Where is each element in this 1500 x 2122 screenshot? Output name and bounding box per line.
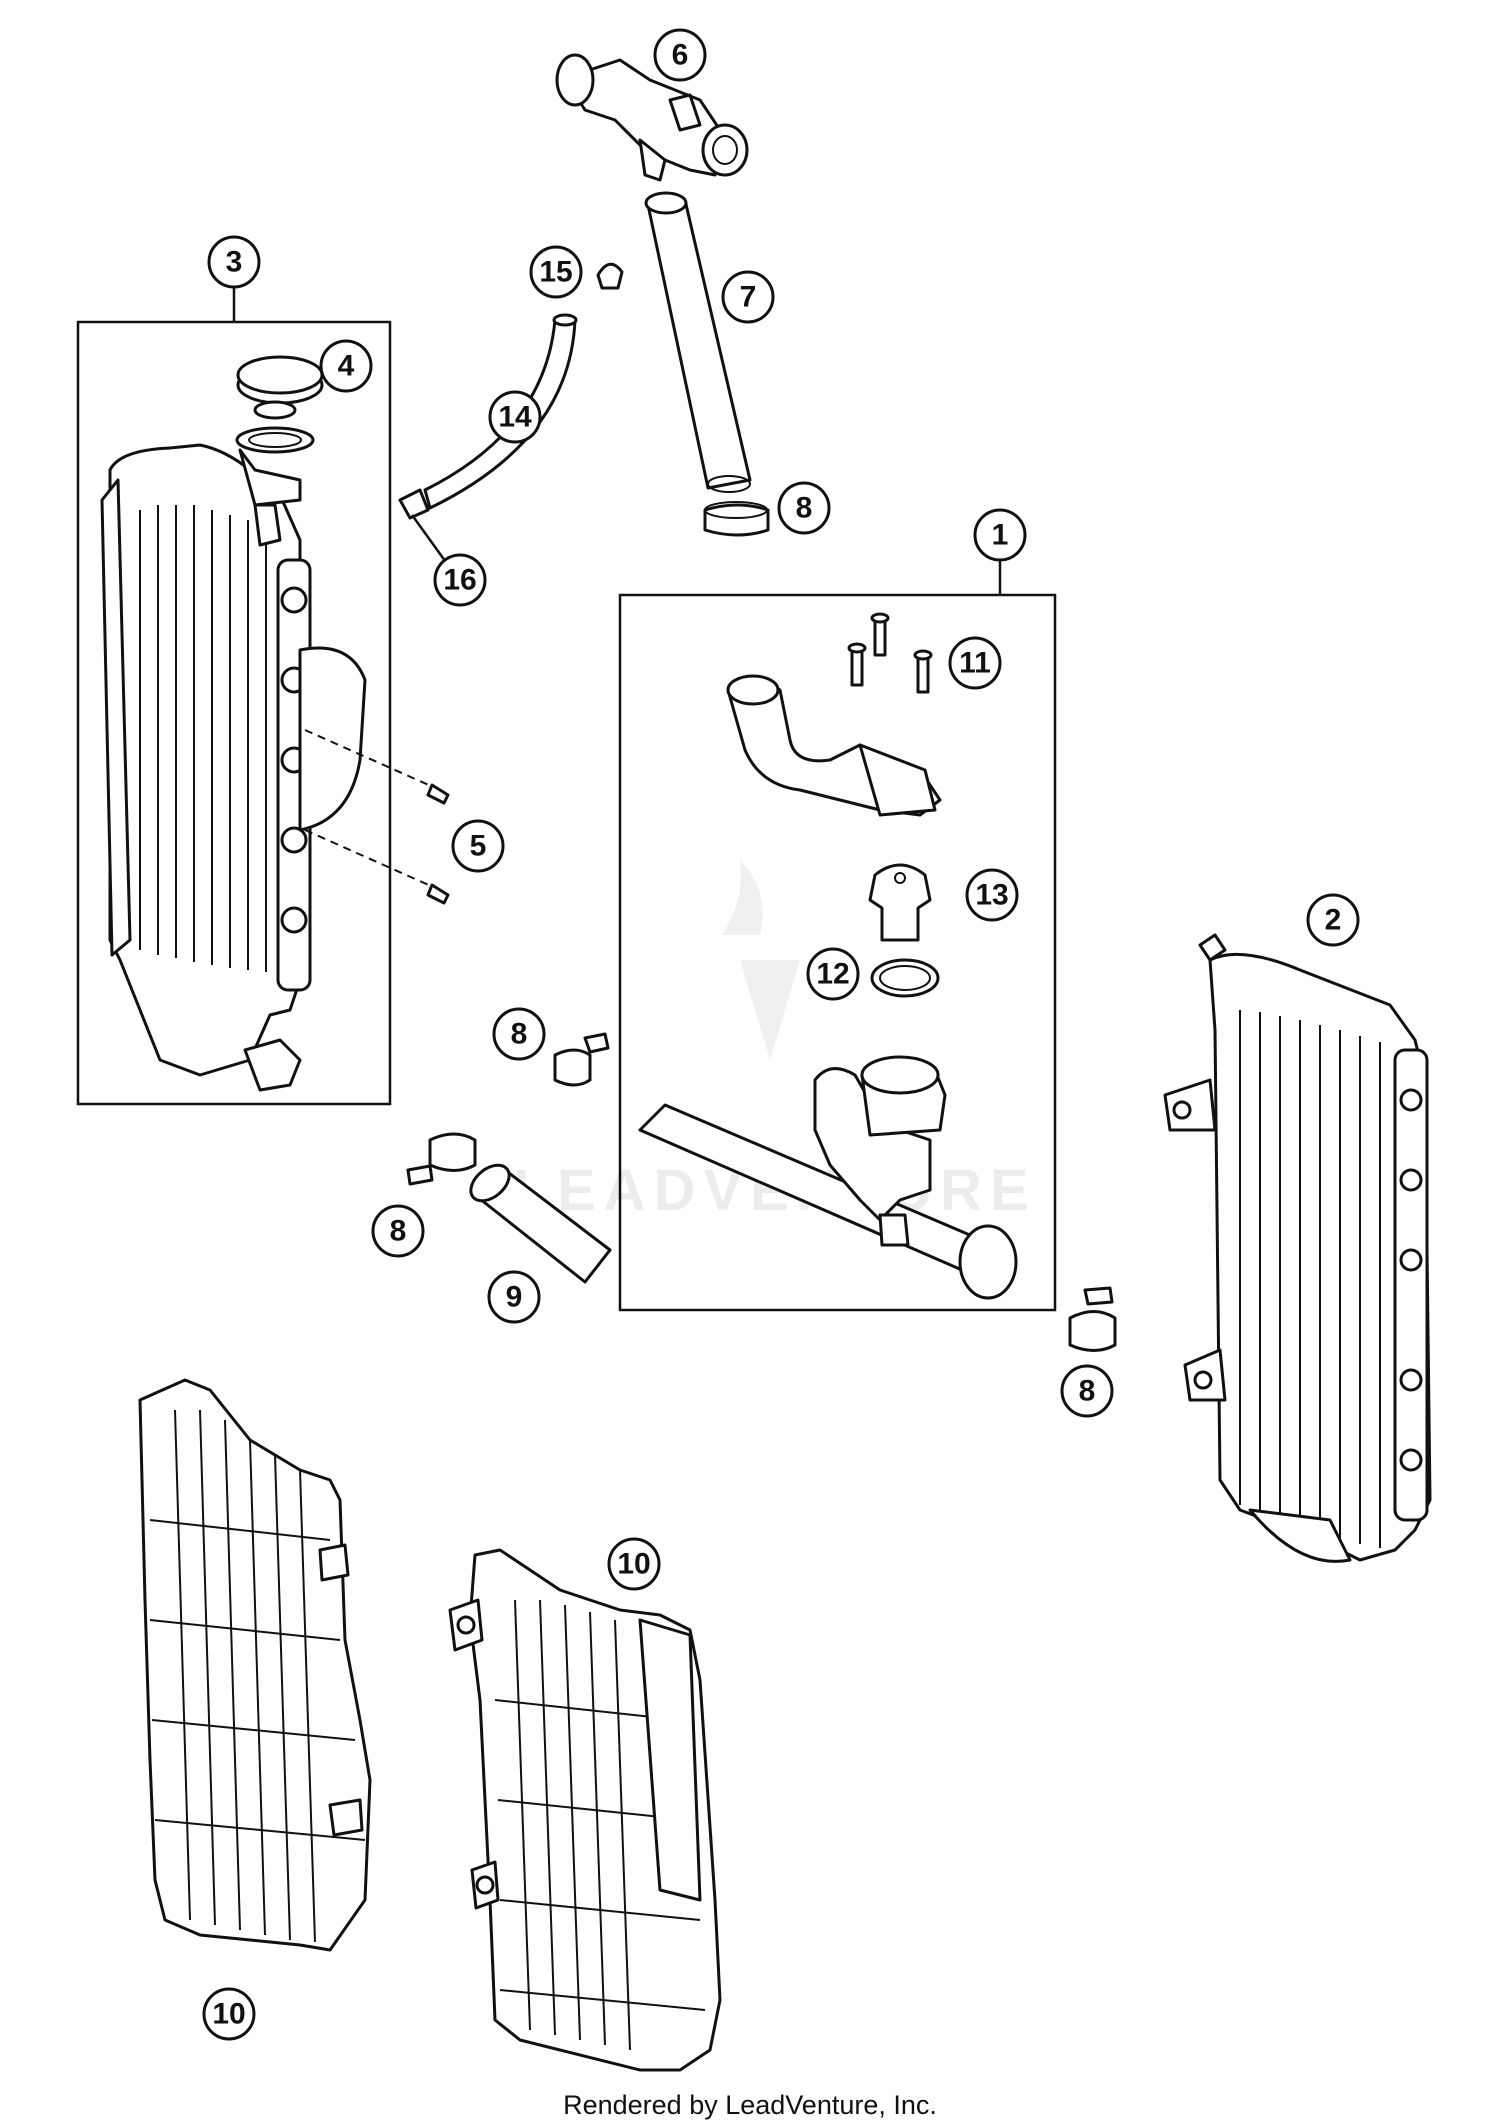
bolts	[847, 612, 933, 694]
callout-5[interactable]: 5	[451, 819, 505, 873]
callout-2[interactable]: 2	[1306, 893, 1360, 947]
callout-10-left[interactable]: 10	[202, 1987, 256, 2041]
callout-9[interactable]: 9	[487, 1270, 541, 1324]
thermostat-group	[618, 560, 1057, 1312]
lower-housing	[638, 1055, 1018, 1300]
svg-text:7: 7	[740, 281, 757, 314]
svg-text:2: 2	[1325, 904, 1342, 937]
callout-12[interactable]: 12	[806, 947, 860, 1001]
callout-8-right[interactable]: 8	[1060, 1364, 1114, 1418]
left-radiator-group	[76, 288, 450, 1106]
hose-clamp	[406, 1132, 477, 1186]
svg-text:14: 14	[498, 401, 532, 434]
callout-7[interactable]: 7	[721, 270, 775, 324]
radiator-cap	[235, 355, 324, 454]
coolant-pipe	[644, 191, 752, 493]
svg-text:8: 8	[511, 1018, 528, 1051]
right-radiator	[1163, 933, 1432, 1563]
svg-text:15: 15	[539, 256, 572, 289]
svg-text:8: 8	[1079, 1375, 1096, 1408]
svg-text:4: 4	[338, 350, 355, 383]
callout-16[interactable]: 16	[433, 553, 487, 607]
svg-text:5: 5	[470, 830, 487, 863]
callout-8-mid[interactable]: 8	[492, 1007, 546, 1061]
callout-15[interactable]: 15	[529, 245, 583, 299]
coolant-fitting	[555, 53, 749, 182]
callout-6[interactable]: 6	[653, 28, 707, 82]
left-radiator-guard	[138, 1378, 372, 1952]
svg-text:8: 8	[796, 492, 813, 525]
svg-text:1: 1	[992, 519, 1009, 552]
svg-text:10: 10	[212, 1998, 245, 2031]
hose-clamp	[553, 1032, 610, 1087]
thermostat	[868, 863, 932, 942]
callout-11[interactable]: 11	[948, 636, 1002, 690]
hose-clamp	[1068, 1286, 1117, 1352]
callout-14[interactable]: 14	[488, 390, 542, 444]
group-box-1	[618, 593, 1057, 1312]
hose-clamp	[703, 501, 770, 537]
callout-1[interactable]: 1	[973, 508, 1027, 562]
left-radiator	[100, 443, 367, 1092]
svg-text:13: 13	[975, 879, 1008, 912]
svg-text:3: 3	[226, 246, 243, 279]
callout-3[interactable]: 3	[207, 235, 261, 289]
svg-text:11: 11	[959, 647, 991, 680]
thermostat-housing	[726, 674, 942, 817]
callout-13[interactable]: 13	[965, 868, 1019, 922]
coolant-hose	[469, 1163, 612, 1284]
svg-text:6: 6	[672, 39, 689, 72]
screws	[304, 729, 450, 905]
leader-16	[410, 514, 450, 566]
svg-text:16: 16	[443, 564, 476, 597]
callout-8-top[interactable]: 8	[777, 481, 831, 535]
callout-4[interactable]: 4	[319, 339, 373, 393]
footer-credit: Rendered by LeadVenture, Inc.	[563, 2090, 937, 2120]
svg-text:8: 8	[390, 1215, 407, 1248]
svg-text:10: 10	[617, 1548, 650, 1581]
center-radiator-guard	[448, 1548, 722, 2072]
svg-text:9: 9	[506, 1281, 523, 1314]
svg-text:12: 12	[816, 958, 849, 991]
callout-8-left[interactable]: 8	[371, 1204, 425, 1258]
overflow-hose-group	[398, 262, 624, 566]
callout-10-center[interactable]: 10	[607, 1537, 661, 1591]
